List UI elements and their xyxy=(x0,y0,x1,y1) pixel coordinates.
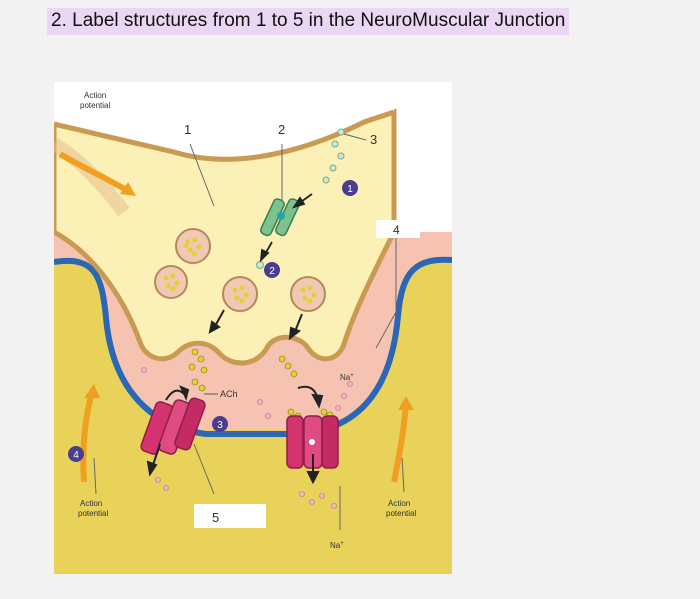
question-title: 2. Label structures from 1 to 5 in the N… xyxy=(47,8,570,35)
structure-number-1: 1 xyxy=(184,122,191,137)
structure-number-2: 2 xyxy=(278,122,285,137)
step-circle-4: 4 xyxy=(68,446,84,462)
na-label-upper: Na+ xyxy=(340,373,354,382)
action-potential-right-line1: Action xyxy=(388,499,410,508)
action-potential-left-line1: Action xyxy=(80,499,102,508)
ach-receptor-left xyxy=(140,397,206,455)
action-potential-top-line1: Action xyxy=(84,91,106,100)
step-circle-1: 1 xyxy=(342,180,358,196)
sodium-ions xyxy=(141,367,353,509)
structure-number-4: 4 xyxy=(393,223,400,237)
junction-diagram: 1 2 3 4 5 1 2 3 4 ACh Na+ Na+ Action pot… xyxy=(54,82,452,574)
leader-lines xyxy=(93,133,405,530)
step-circle-2: 2 xyxy=(264,262,280,278)
background-top xyxy=(54,82,394,160)
svg-text:4: 4 xyxy=(73,450,79,461)
neuromuscular-junction-figure: 1 2 3 4 5 1 2 3 4 ACh Na+ Na+ Action pot… xyxy=(54,82,452,574)
vesicle-arrows xyxy=(208,309,303,341)
structure-number-5: 5 xyxy=(212,510,219,525)
ach-receptor-right xyxy=(286,415,339,469)
calcium-arrows xyxy=(259,193,313,263)
channel-arrows xyxy=(146,385,324,485)
action-potential-left-line2: potential xyxy=(78,509,108,518)
na-label-lower: Na+ xyxy=(330,541,344,550)
svg-text:2: 2 xyxy=(269,266,275,277)
released-ach xyxy=(188,348,334,420)
action-potential-right-line2: potential xyxy=(386,509,416,518)
label-box-5 xyxy=(194,504,266,528)
axon-upper-membrane xyxy=(54,109,395,162)
label-box-4 xyxy=(376,220,420,238)
muscle-membrane xyxy=(54,256,452,437)
ach-label: ACh xyxy=(220,389,238,399)
synaptic-vesicles xyxy=(154,228,326,312)
svg-text:3: 3 xyxy=(217,420,223,431)
step-circle-3: 3 xyxy=(212,416,228,432)
axon-inner-band xyxy=(54,137,130,217)
svg-text:1: 1 xyxy=(347,184,353,195)
action-potential-top-line2: potential xyxy=(80,101,110,110)
calcium-ions xyxy=(256,128,345,269)
structure-number-3: 3 xyxy=(370,132,377,147)
action-potential-arrows xyxy=(58,151,414,483)
